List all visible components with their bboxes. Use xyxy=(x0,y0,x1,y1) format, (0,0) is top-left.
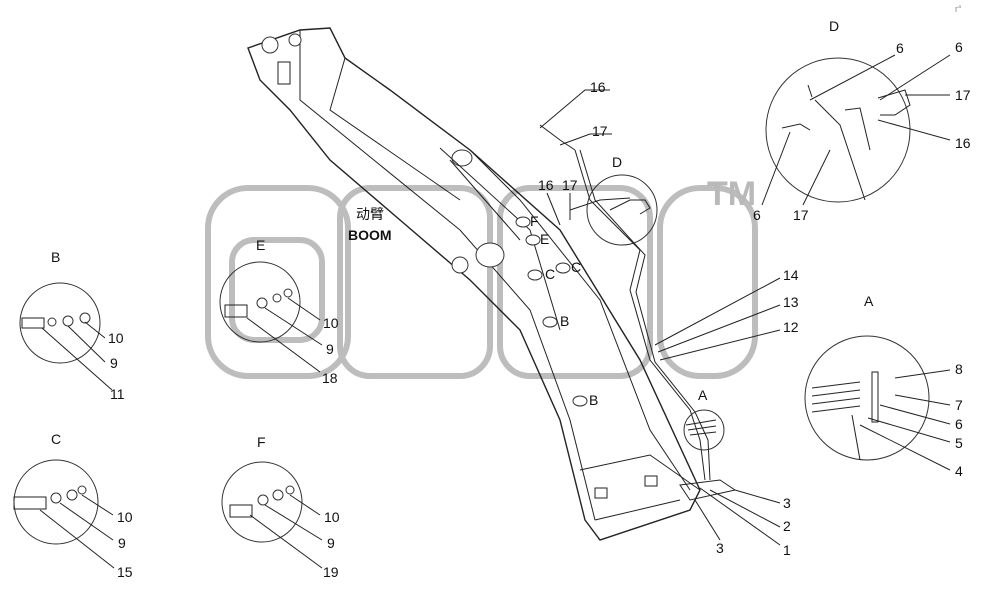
detail-e-title: E xyxy=(256,237,265,253)
callout-3a: 3 xyxy=(783,495,791,511)
callout-c-15: 15 xyxy=(117,564,133,580)
ref-c2: C xyxy=(571,259,581,275)
callout-f-19: 19 xyxy=(323,564,339,580)
callout-d-6b: 6 xyxy=(955,39,963,55)
detail-c-title: C xyxy=(51,431,61,447)
detail-b-title: B xyxy=(51,249,60,265)
boom-label-chinese: 动臂 xyxy=(356,206,384,222)
detail-a-title: A xyxy=(864,293,874,309)
callout-a-5: 5 xyxy=(955,435,963,451)
callout-a-4: 4 xyxy=(955,463,963,479)
callout-a-6: 6 xyxy=(955,416,963,432)
detail-f-title: F xyxy=(257,434,266,450)
callout-mid-17: 17 xyxy=(562,177,578,193)
detail-d: D 6 6 17 16 6 17 xyxy=(753,18,971,223)
boom-reference-markers: E F C C B B E xyxy=(515,213,598,408)
callout-3b: 3 xyxy=(716,540,724,556)
callout-c-9: 9 xyxy=(118,535,126,551)
ref-b2: B xyxy=(589,392,598,408)
callout-mid-16: 16 xyxy=(538,177,554,193)
callout-top-17: 17 xyxy=(592,123,608,139)
callout-d-17b: 17 xyxy=(793,207,809,223)
callout-f-9: 9 xyxy=(327,535,335,551)
callout-1: 1 xyxy=(783,542,791,558)
detail-a: A 8 7 6 5 4 xyxy=(804,293,963,479)
callout-b-9: 9 xyxy=(110,355,118,371)
ref-d: D xyxy=(612,154,622,170)
corner-mark: r° xyxy=(955,4,962,14)
hydraulic-lines xyxy=(539,124,711,481)
boom-body xyxy=(247,27,737,541)
callout-d-16: 16 xyxy=(955,135,971,151)
detail-b: B 10 9 11 xyxy=(19,249,125,402)
callout-c-10: 10 xyxy=(117,509,133,525)
boom-label-english: BOOM xyxy=(348,227,392,243)
detail-d-title: D xyxy=(829,18,839,34)
callout-13: 13 xyxy=(783,294,799,310)
callout-d-6c: 6 xyxy=(753,207,761,223)
callout-b-11: 11 xyxy=(110,386,125,402)
ref-f: F xyxy=(530,213,539,229)
watermark-logo xyxy=(205,185,758,379)
ref-a: A xyxy=(698,387,708,403)
callout-d-17a: 17 xyxy=(955,87,971,103)
detail-f: F 10 9 19 xyxy=(221,434,340,580)
callout-e-10: 10 xyxy=(323,315,339,331)
callout-d-6a: 6 xyxy=(896,40,904,56)
ref-b1: B xyxy=(560,313,569,329)
callout-a-7: 7 xyxy=(955,397,963,413)
callout-12: 12 xyxy=(783,319,799,335)
callout-top-16: 16 xyxy=(590,79,606,95)
callout-a-8: 8 xyxy=(955,361,963,377)
callout-e-9: 9 xyxy=(326,341,334,357)
detail-c: C 10 9 15 xyxy=(13,431,133,580)
callout-f-10: 10 xyxy=(324,509,340,525)
ref-c1: C xyxy=(545,266,555,282)
ref-e1: E xyxy=(540,231,549,247)
detail-e: E 10 9 18 xyxy=(219,237,339,386)
callout-2: 2 xyxy=(783,518,791,534)
callout-e-18: 18 xyxy=(322,370,338,386)
callout-b-10: 10 xyxy=(108,330,124,346)
watermark-trademark: TM xyxy=(707,175,756,213)
callout-14: 14 xyxy=(783,267,799,283)
